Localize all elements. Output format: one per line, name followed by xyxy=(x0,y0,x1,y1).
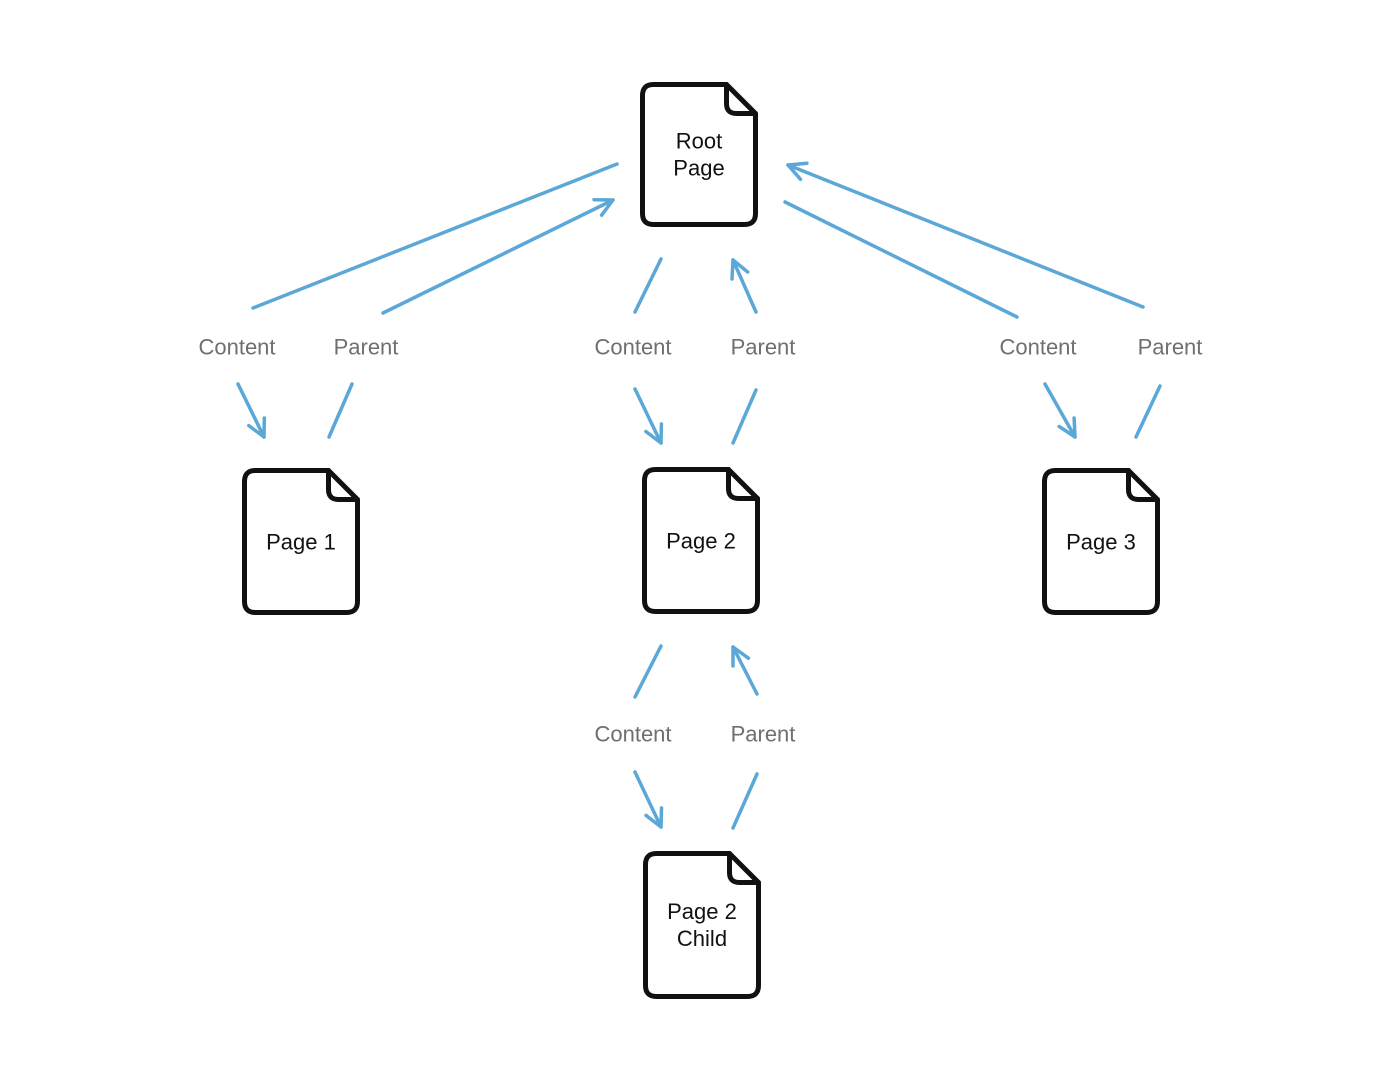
page-2-node: Page 2 xyxy=(642,467,760,614)
bottom-parent-lower-arrow xyxy=(731,772,759,830)
right-content-label: Content xyxy=(999,335,1076,360)
right-content-lower-line xyxy=(1043,382,1077,439)
document-icon xyxy=(643,851,761,999)
left-content-label: Content xyxy=(198,335,275,360)
right-parent-lower-line xyxy=(1134,384,1162,439)
page-2-child-label-line: Child xyxy=(677,926,727,951)
center-parent-lower-line xyxy=(731,388,758,445)
bottom-content-label: Content xyxy=(594,722,671,747)
left-content-upper-arrow xyxy=(251,162,619,310)
page-1-label-line: Page 1 xyxy=(266,530,336,555)
left-parent-upper-arrow xyxy=(381,197,615,315)
left-parent-upper-arrowhead-icon xyxy=(592,197,615,217)
center-parent-lower-arrow xyxy=(731,388,758,445)
center-content-upper-line xyxy=(633,257,663,314)
root-page-label-line: Page xyxy=(673,156,724,181)
page-1-node: Page 1 xyxy=(242,468,360,615)
page-3-label: Page 3 xyxy=(1066,530,1136,555)
bottom-content-lower-arrowhead-icon xyxy=(644,806,664,829)
left-parent-lower-arrow xyxy=(327,382,354,439)
page-2-child-label-line: Page 2 xyxy=(667,899,737,924)
document-fold-corner-icon xyxy=(726,467,760,501)
root-page-label-line: Root xyxy=(676,129,722,154)
right-parent-lower-arrow xyxy=(1134,384,1162,439)
bottom-content-upper-line xyxy=(633,644,663,699)
document-icon xyxy=(640,82,758,227)
left-content-upper-line xyxy=(251,162,619,310)
right-parent-label: Parent xyxy=(1138,335,1203,360)
page-3-label-line: Page 3 xyxy=(1066,530,1136,555)
bottom-content-upper-arrow xyxy=(633,644,663,699)
center-content-lower-line xyxy=(633,387,663,445)
center-parent-upper-arrowhead-icon xyxy=(730,258,750,281)
document-fold-corner-icon xyxy=(727,851,761,885)
center-content-label: Content xyxy=(594,335,671,360)
page-3-node: Page 3 xyxy=(1042,468,1160,615)
bottom-parent-upper-line xyxy=(731,645,759,696)
left-parent-lower-line xyxy=(327,382,354,439)
page-2-label-line: Page 2 xyxy=(666,529,736,554)
left-content-lower-line xyxy=(236,382,266,439)
right-parent-upper-arrow xyxy=(786,161,1145,309)
center-content-lower-arrow xyxy=(633,387,664,445)
bottom-parent-upper-arrow xyxy=(731,645,759,696)
bottom-content-lower-line xyxy=(633,770,663,829)
right-content-lower-arrowhead-icon xyxy=(1057,416,1077,439)
right-parent-upper-arrowhead-icon xyxy=(786,161,809,182)
document-icon xyxy=(1042,468,1160,615)
right-content-lower-arrow xyxy=(1043,382,1077,439)
right-parent-upper-line xyxy=(786,163,1145,309)
center-parent-upper-arrow xyxy=(730,258,758,314)
page-2-label: Page 2 xyxy=(666,529,736,554)
bottom-parent-label: Parent xyxy=(731,722,796,747)
left-content-lower-arrow xyxy=(236,382,267,439)
right-content-upper-line xyxy=(783,200,1019,319)
left-content-lower-arrowhead-icon xyxy=(247,416,267,439)
left-parent-label: Parent xyxy=(334,335,399,360)
bottom-content-lower-arrow xyxy=(633,770,664,829)
document-icon xyxy=(642,467,760,614)
document-icon xyxy=(242,468,360,615)
document-fold-corner-icon xyxy=(1126,468,1160,502)
bottom-parent-lower-line xyxy=(731,772,759,830)
center-content-upper-arrow xyxy=(633,257,663,314)
document-fold-corner-icon xyxy=(326,468,360,502)
right-content-upper-arrow xyxy=(783,200,1019,319)
document-fold-corner-icon xyxy=(724,82,758,116)
center-parent-label: Parent xyxy=(731,335,796,360)
page-1-label: Page 1 xyxy=(266,530,336,555)
center-parent-upper-line xyxy=(731,258,758,314)
left-parent-upper-line xyxy=(381,198,615,315)
bottom-parent-upper-arrowhead-icon xyxy=(731,645,751,668)
center-content-lower-arrowhead-icon xyxy=(644,422,664,445)
